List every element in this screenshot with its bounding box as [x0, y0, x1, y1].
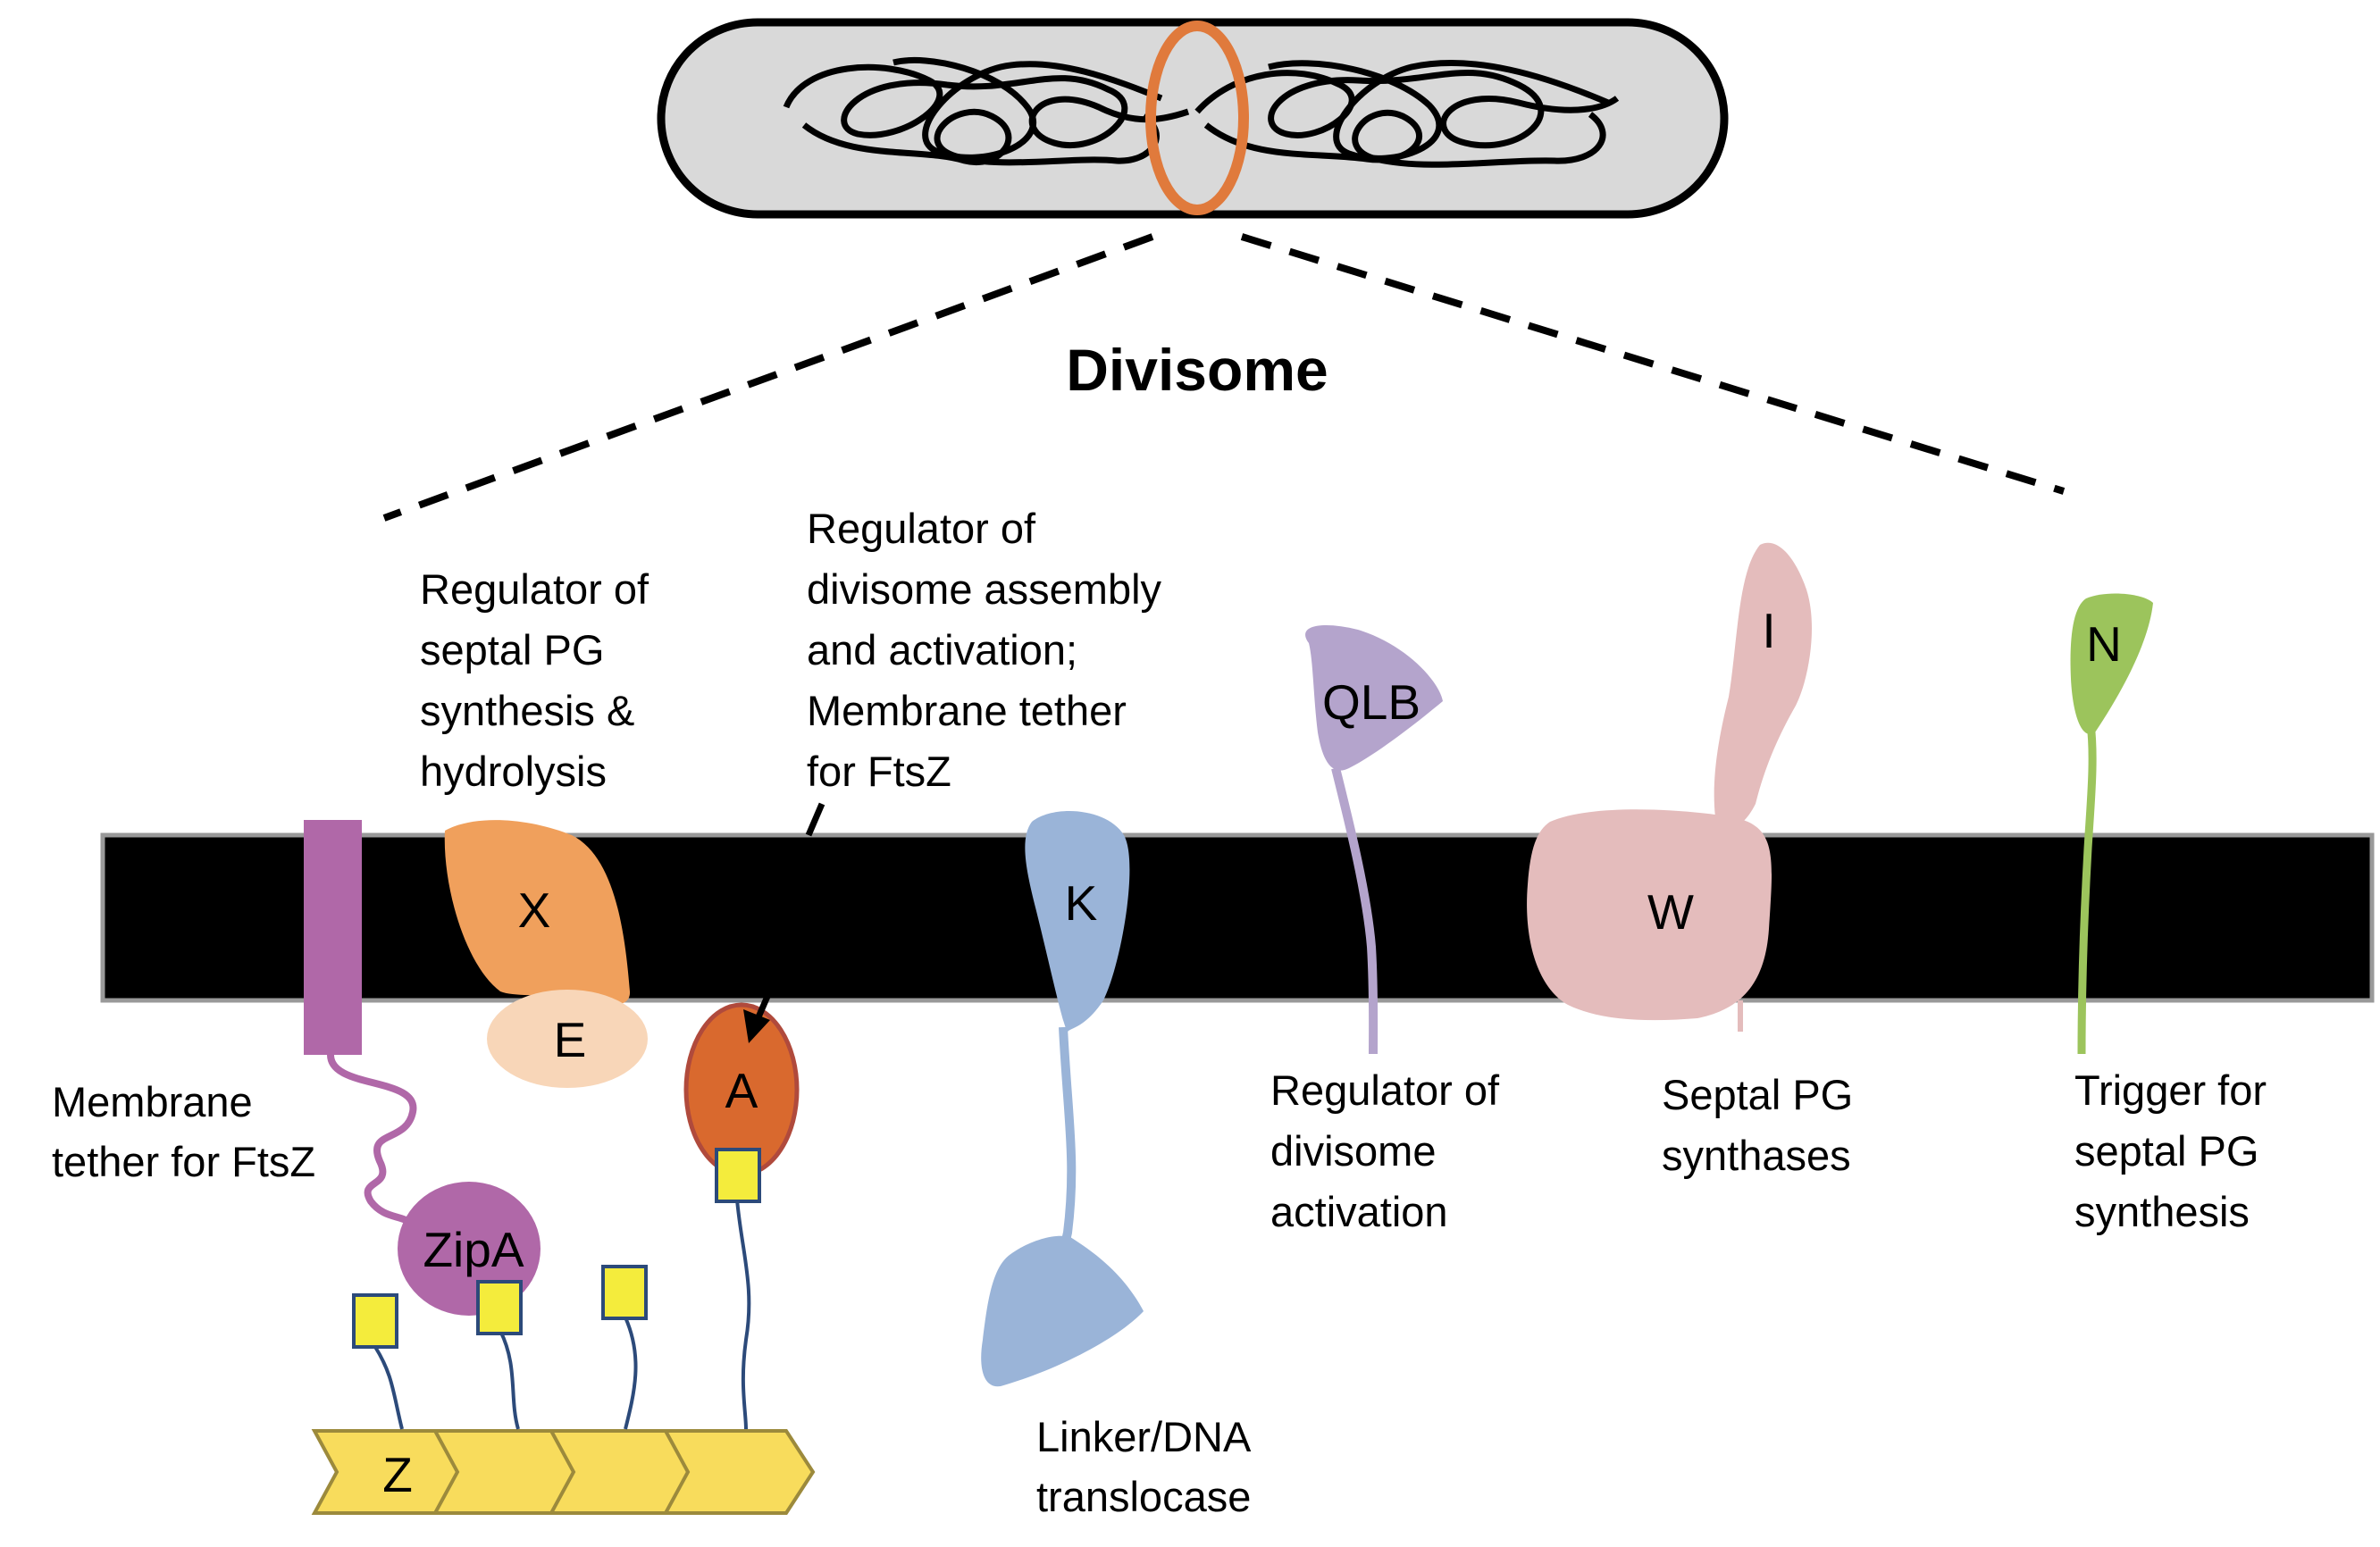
label-regulator-activation: Regulator of divisome activation [1270, 1066, 1511, 1235]
zipa-linker [327, 1054, 417, 1227]
bacterial-cell [657, 18, 1729, 219]
ftsa-complex: A [683, 1002, 800, 1177]
ftsi-label: I [1762, 603, 1775, 658]
tail-tag [476, 1280, 523, 1335]
ftsx-ftse-complex: X E [444, 820, 648, 1088]
tail-tag [352, 1293, 398, 1349]
ftsz-filament [311, 1429, 816, 1515]
ftsqlb-label: QLB [1322, 674, 1420, 730]
zipa-transmembrane-bar [304, 820, 362, 1055]
tail-tag [601, 1265, 648, 1320]
ftsz-label: Z [382, 1447, 413, 1502]
zoom-lines [382, 233, 2066, 522]
ftsk-label: K [1065, 875, 1098, 931]
ftsw-label: W [1647, 884, 1694, 940]
ftsw-protein [1527, 809, 1772, 1021]
ftsn-label: N [2086, 616, 2122, 672]
diagram-title: Divisome [1066, 337, 1328, 403]
ftsn-protein: N [2070, 593, 2153, 1055]
zipa-label: ZipA [423, 1222, 524, 1277]
label-trigger: Trigger for septal PG synthesis [2074, 1066, 2278, 1235]
ftsk-protein: K [981, 811, 1144, 1387]
label-linker: Linker/DNA translocase [1036, 1413, 1261, 1520]
ftsz-subunit [662, 1429, 816, 1515]
ftse-label: E [554, 1012, 587, 1067]
label-membrane-tether: Membrane tether for FtsZ [52, 1078, 315, 1185]
ftsz-tails [373, 1199, 751, 1430]
ftsx-label: X [518, 882, 551, 938]
ftsi-protein [1714, 542, 1813, 828]
tail-tag [715, 1148, 761, 1203]
cell-membrane [100, 832, 2375, 1003]
ftsa-label: A [725, 1063, 758, 1118]
ftsx-protein [444, 820, 631, 1005]
nucleoid-dna [783, 57, 1620, 168]
label-regulator-septal: Regulator of septal PG synthesis & hydro… [420, 565, 660, 795]
ftsqlb-protein: QLB [1305, 625, 1443, 1055]
ftsw-ftsi-complex: I W [1527, 542, 1813, 1032]
division-ring [1145, 21, 1249, 215]
ftsa-pointer-arrow [743, 802, 825, 1043]
cell-body [657, 18, 1729, 219]
ftsz-tail-tags [352, 1148, 761, 1349]
label-synthases: Septal PG synthases [1662, 1071, 1865, 1179]
ftse-protein [487, 990, 648, 1088]
label-regulator-assembly: Regulator of divisome assembly and activ… [807, 505, 1173, 795]
